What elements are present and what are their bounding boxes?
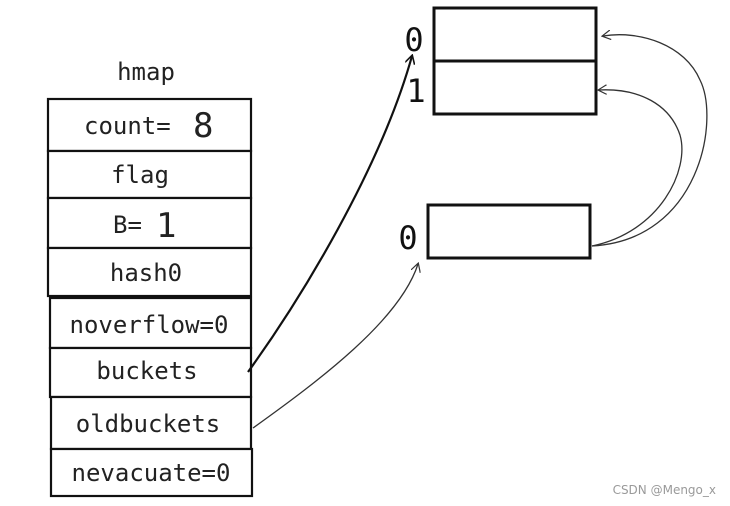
new-bucket-0 <box>432 6 598 63</box>
field-box-hash0 <box>46 246 253 298</box>
old-bucket-index-0: 0 <box>398 219 417 257</box>
field-box-nevacuate <box>49 447 254 498</box>
buckets-pointer-arrow <box>247 56 412 373</box>
old-bucket-0 <box>426 203 592 260</box>
field-buckets-label: buckets <box>96 357 197 385</box>
new-bucket-index-1: 1 <box>406 72 425 110</box>
struct-title: hmap <box>117 58 175 86</box>
field-b-value: 1 <box>156 206 176 246</box>
field-box-oldbuckets <box>49 395 253 451</box>
evacuate-arrow-to-bucket-1 <box>591 90 683 247</box>
new-bucket-index-0: 0 <box>404 21 423 59</box>
field-box-count <box>46 97 253 153</box>
evacuate-arrow-to-bucket-0 <box>591 35 708 247</box>
oldbuckets-pointer-arrow <box>252 264 418 429</box>
field-b-label: B= <box>113 211 142 239</box>
old-buckets-array: 0 <box>398 203 592 260</box>
field-hash0-label: hash0 <box>110 259 182 287</box>
new-buckets-array: 0 1 <box>404 6 598 116</box>
field-oldbuckets-label: oldbuckets <box>76 410 221 438</box>
field-box-noverflow <box>48 296 253 350</box>
field-noverflow-label: noverflow=0 <box>70 311 229 339</box>
field-box-flag <box>46 149 253 200</box>
watermark: CSDN @Mengo_x <box>613 483 716 497</box>
field-count-label: count= <box>84 112 171 140</box>
field-nevacuate-label: nevacuate=0 <box>72 459 231 487</box>
field-flag-label: flag <box>111 161 169 189</box>
new-bucket-1 <box>432 59 598 116</box>
field-box-b <box>46 196 253 250</box>
field-count-value: 8 <box>193 106 213 146</box>
hmap-struct: count= 8 flag B= 1 hash0 noverflow=0 buc… <box>46 97 254 498</box>
